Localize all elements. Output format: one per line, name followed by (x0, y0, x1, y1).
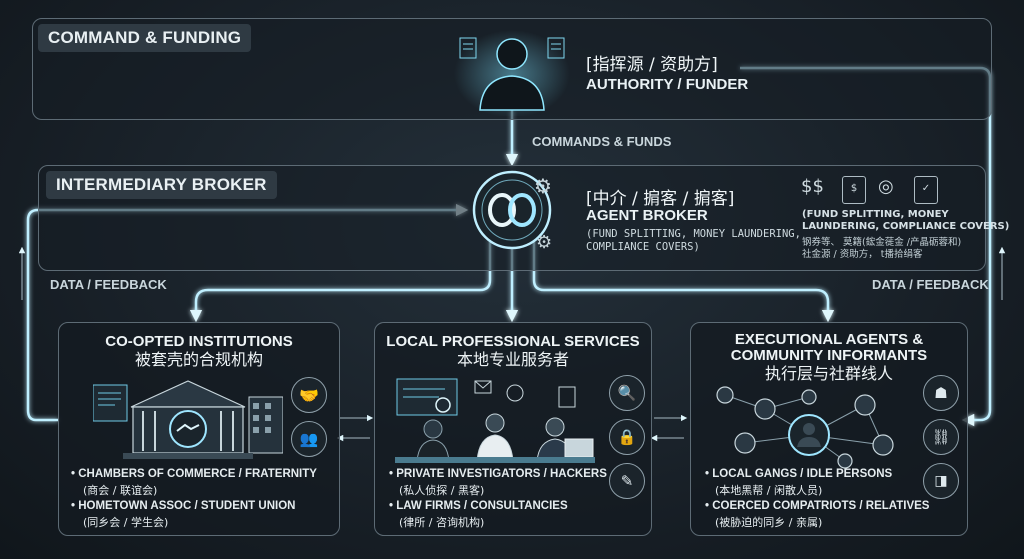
panel-item-1: • PRIVATE INVESTIGATORS / HACKERS (389, 468, 607, 480)
group-people-icon: 👥 (291, 421, 327, 457)
funder-title-en: AUTHORITY / FUNDER (586, 76, 749, 93)
checklist-icon: ✓ (914, 176, 938, 204)
funder-avatar-icon (454, 30, 570, 116)
line-broker-to-right (532, 238, 835, 323)
panel-item-2: • LAW FIRMS / CONSULTANCIES (389, 500, 568, 512)
panel-item-1-cn: (本地黑帮 / 闲散人员) (715, 484, 823, 497)
panel-executional-agents: EXECUTIONAL AGENTS & COMMUNITY INFORMANT… (690, 322, 968, 536)
document-edit-icon: ✎ (609, 463, 645, 499)
broker-side-cn-2: 社金源 / 资助方， t播拾绢客 (802, 249, 923, 260)
coin-stack-icon: ◎ (878, 176, 894, 197)
panel-title-en: CO-OPTED INSTITUTIONS (105, 333, 293, 350)
feedback-label-right: DATA / FEEDBACK (872, 277, 989, 292)
broker-link-icon (472, 170, 552, 250)
panel-item-2-cn: (被胁迫的同乡 / 亲属) (715, 516, 823, 529)
panel-local-professional-services: LOCAL PROFESSIONAL SERVICES 本地专业服务者 🔍 🔒 … (374, 322, 652, 536)
funder-title-cn: [指挥源 / 资助方] (586, 55, 718, 75)
professionals-scene-icon (395, 378, 595, 463)
panel-title-en-2: COMMUNITY INFORMANTS (730, 347, 928, 364)
lock-icon: 🔒 (609, 419, 645, 455)
panel-item-2-cn: (律所 / 咨询机构) (399, 516, 485, 529)
institution-building-icon (93, 380, 283, 459)
panel-title-en-1: EXECUTIONAL AGENTS & (734, 331, 924, 348)
broker-title-en: AGENT BROKER (586, 207, 708, 224)
broker-side-2: LAUNDERING, COMPLIANCE COVERS) (802, 221, 1010, 232)
search-magnifier-icon: 🔍 (609, 375, 645, 411)
panel-title-cn: 执行层与社群线人 (764, 364, 893, 383)
line-broker-to-left (189, 238, 492, 323)
document-icon: $ (842, 176, 866, 204)
flow-label-commands: COMMANDS & FUNDS (532, 134, 672, 149)
network-people-icon (716, 386, 894, 469)
panel-item-2: • HOMETOWN ASSOC / STUDENT UNION (71, 500, 296, 512)
dollar-coins-icon: $$ (801, 176, 824, 197)
command-tag: COMMAND & FUNDING (38, 24, 252, 52)
panel-title-cn: 本地专业服务者 (456, 350, 569, 369)
panel-item-1: • LOCAL GANGS / IDLE PERSONS (705, 468, 893, 480)
panel-item-1-cn: (私人侦探 / 黑客) (399, 484, 485, 497)
handshake-icon: 🤝 (291, 377, 327, 413)
panel-item-2: • COERCED COMPATRIOTS / RELATIVES (705, 500, 930, 512)
panel-item-2-cn: (同乡会 / 学生会) (83, 516, 169, 529)
chain-link-icon: ⛓ (923, 419, 959, 455)
panel-title-cn: 被套壳的合规机构 (134, 350, 263, 369)
panel-title-en: LOCAL PROFESSIONAL SERVICES (386, 333, 640, 350)
gear-icon: ⚙ (534, 174, 552, 198)
panel-item-1-cn: (商会 / 联谊会) (83, 484, 158, 497)
broker-side-1: (FUND SPLITTING, MONEY (802, 209, 949, 220)
broker-detail-2: COMPLIANCE COVERS) (586, 241, 700, 253)
broker-side-cn-1: 钢券等、 莫籍(鋐金蓰金 /产晶砺蓉和) (802, 237, 962, 248)
line-left-feedback (26, 203, 469, 422)
panel-item-1: • CHAMBERS OF COMMERCE / FRATERNITY (71, 468, 317, 480)
broker-title-cn: [中介 / 掮客 / 掮客] (586, 189, 735, 209)
feedback-label-left: DATA / FEEDBACK (50, 277, 167, 292)
surveillance-camera-icon: ◨ (923, 463, 959, 499)
broker-detail-1: (FUND SPLITTING, MONEY LAUNDERING, (586, 228, 801, 240)
gear-icon-small: ⚙ (536, 232, 553, 253)
hooded-figure-icon: ☗ (923, 375, 959, 411)
broker-tag: INTERMEDIARY BROKER (46, 171, 277, 199)
panel-co-opted-institutions: CO-OPTED INSTITUTIONS 被套壳的合规机构 🤝 👥 • CHA… (58, 322, 340, 536)
